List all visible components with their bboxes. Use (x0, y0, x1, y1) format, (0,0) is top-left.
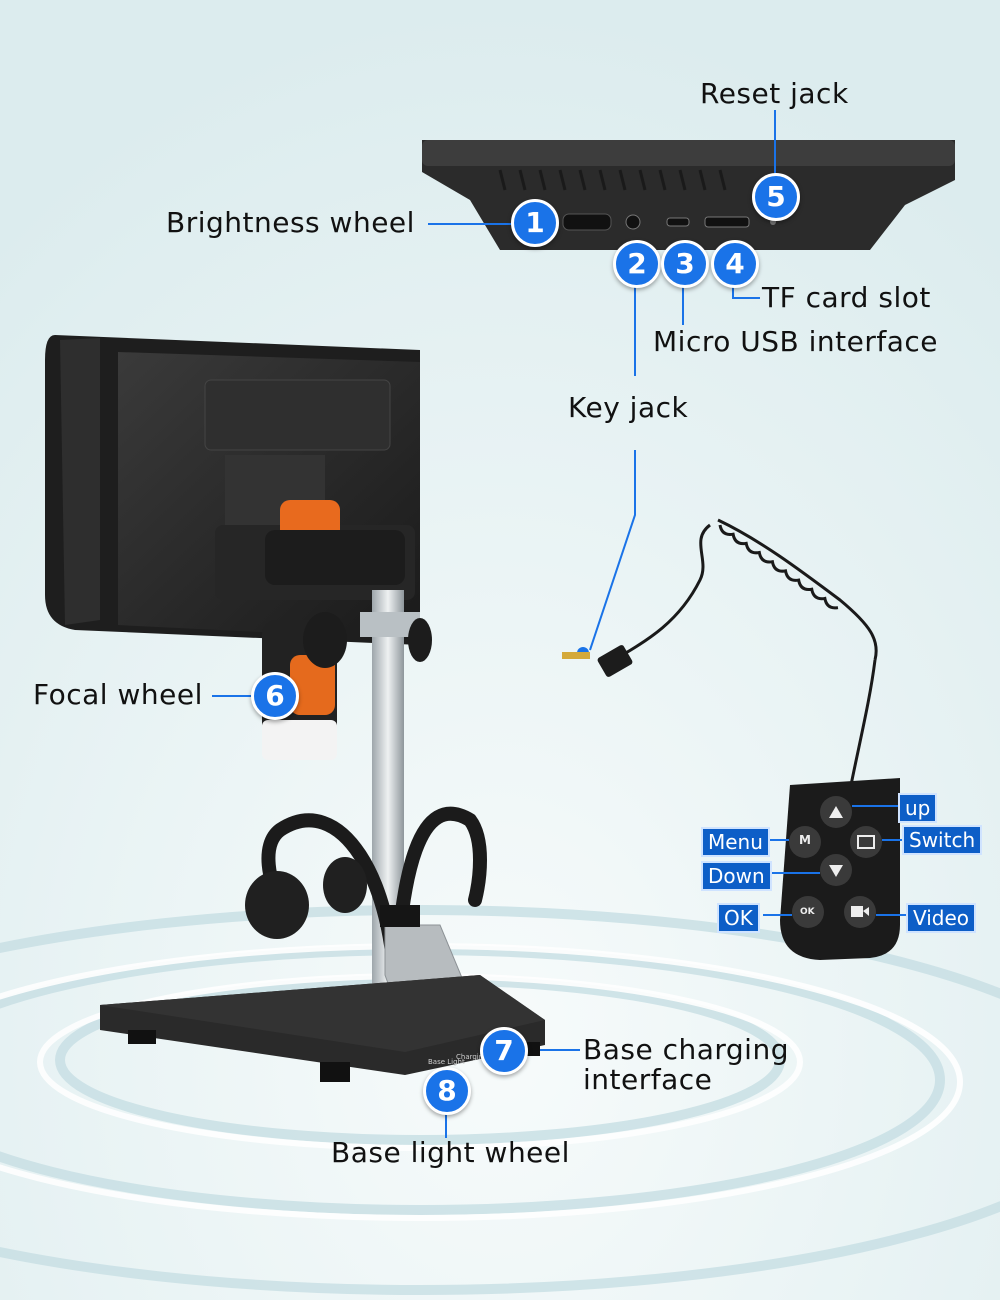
badge-1: 1 (511, 199, 559, 247)
charging-marking: Charging (456, 1053, 488, 1061)
badge-4: 4 (711, 240, 759, 288)
remote-menu-tag: Menu (701, 827, 770, 857)
badge-8: 8 (423, 1067, 471, 1115)
brightness-wheel-label: Brightness wheel (166, 206, 415, 239)
micro-usb-label: Micro USB interface (653, 325, 939, 358)
badge-7: 7 (480, 1027, 528, 1075)
tf-card-slot-label: TF card slot (762, 281, 931, 314)
monitor-side-view (422, 140, 955, 250)
badge-3: 3 (661, 240, 709, 288)
focal-wheel-label: Focal wheel (33, 678, 203, 711)
base-light-wheel-label: Base light wheel (331, 1136, 570, 1169)
base-light-marking: Base Light (428, 1058, 465, 1066)
coiled-cable (609, 518, 878, 791)
remote-up-tag: up (898, 793, 938, 823)
camera-unit (262, 500, 405, 760)
badge-2: 2 (613, 240, 661, 288)
reset-jack-label: Reset jack (700, 77, 849, 110)
remote-video-tag: Video (906, 903, 977, 933)
ok-button-glyph: OK (800, 907, 815, 917)
base-charging-label-line2: interface (583, 1063, 713, 1096)
base-plate (100, 975, 545, 1082)
base-charging-label-line1: Base charging (583, 1033, 789, 1066)
remote-down-tag: Down (701, 861, 772, 891)
badge-6: 6 (251, 672, 299, 720)
jack-plug (562, 645, 633, 677)
remote-ok-tag: OK (717, 903, 760, 933)
key-jack-label: Key jack (568, 391, 689, 424)
monitor-rear (45, 335, 420, 645)
menu-button-glyph: M (799, 833, 811, 847)
remote-control (780, 778, 900, 960)
remote-switch-tag: Switch (902, 825, 983, 855)
badge-5: 5 (752, 173, 800, 221)
